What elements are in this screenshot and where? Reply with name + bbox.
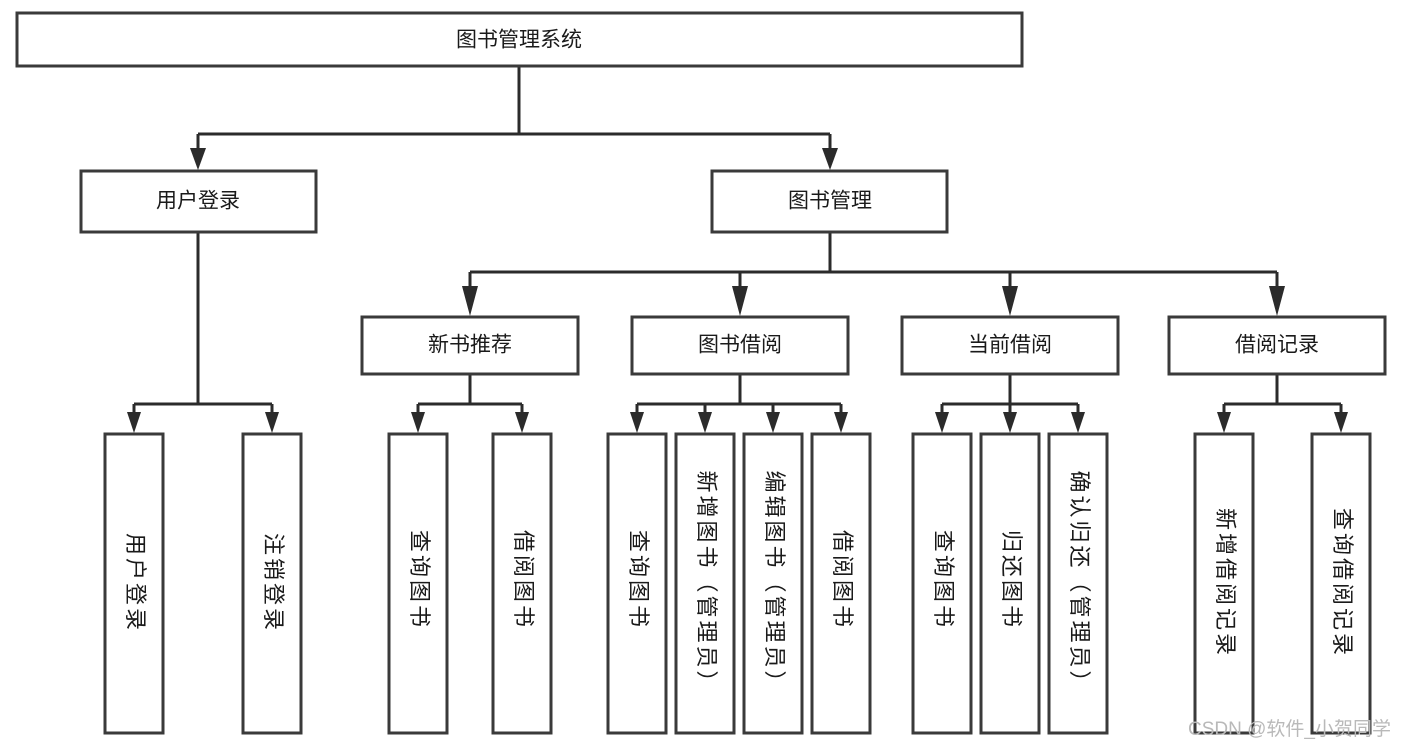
watermark-text: CSDN @软件_小贺同学 [1188, 719, 1391, 740]
arrow-bookmgmt-newbook [462, 286, 478, 316]
node-records-label: 借阅记录 [1235, 334, 1319, 357]
node-login[interactable]: 用户登录 [79, 169, 318, 234]
node-leaf-borrow-add-label: 新增图书（管理员） [694, 470, 719, 695]
arrow-newbook-leaf-2 [515, 412, 529, 433]
node-newbook-box[interactable] [360, 315, 580, 376]
arrow-bookmgmt-current [1002, 286, 1018, 316]
node-leaf-current-return[interactable]: 归还图书 [979, 432, 1041, 735]
node-leaf-current-query-label: 查询图书 [931, 530, 956, 630]
arrow-current-leaf-2 [1003, 412, 1017, 433]
node-leaf-newbook-query-label: 查询图书 [407, 530, 432, 630]
node-records-box[interactable] [1167, 315, 1387, 376]
node-leaf-current-query[interactable]: 查询图书 [911, 432, 973, 735]
node-current[interactable]: 当前借阅 [900, 315, 1120, 376]
connector-layer [127, 66, 1348, 433]
node-leaf-user-login-label: 用户登录 [123, 533, 148, 633]
node-leaf-current-return-label: 归还图书 [999, 530, 1024, 630]
node-leaf-user-logout[interactable]: 注销登录 [241, 432, 303, 735]
node-leaf-current-query-box[interactable] [911, 432, 973, 735]
node-leaf-current-confirm-label: 确认归还（管理员） [1067, 470, 1092, 695]
node-leaf-borrow-add-box[interactable] [674, 432, 736, 735]
node-leaf-current-return-box[interactable] [979, 432, 1041, 735]
node-bookmgmt-label: 图书管理 [788, 190, 872, 213]
node-root-box[interactable] [15, 11, 1024, 68]
node-leaf-records-add[interactable]: 新增借阅记录 [1193, 432, 1255, 735]
node-leaf-borrow-lend-label: 借阅图书 [830, 530, 855, 630]
node-leaf-borrow-query-box[interactable] [606, 432, 668, 735]
node-leaf-records-add-label: 新增借阅记录 [1213, 508, 1238, 658]
node-leaf-newbook-query[interactable]: 查询图书 [387, 432, 449, 735]
node-leaf-records-query[interactable]: 查询借阅记录 [1310, 432, 1372, 735]
node-leaf-borrow-query-label: 查询图书 [626, 530, 651, 630]
node-current-box[interactable] [900, 315, 1120, 376]
arrow-root-to-login [190, 148, 206, 170]
node-leaf-borrow-lend-box[interactable] [810, 432, 872, 735]
node-leaf-newbook-borrow-box[interactable] [491, 432, 553, 735]
arrow-borrow-leaf-2 [698, 412, 712, 433]
arrow-borrow-leaf-1 [630, 412, 644, 433]
node-bookmgmt-box[interactable] [710, 169, 949, 234]
node-newbook[interactable]: 新书推荐 [360, 315, 580, 376]
arrow-bookmgmt-records [1269, 286, 1285, 316]
node-bookmgmt[interactable]: 图书管理 [710, 169, 949, 234]
arrow-current-leaf-3 [1071, 412, 1085, 433]
node-leaf-records-query-box[interactable] [1310, 432, 1372, 735]
node-root-label: 图书管理系统 [456, 29, 582, 52]
arrow-current-leaf-1 [935, 412, 949, 433]
node-records[interactable]: 借阅记录 [1167, 315, 1387, 376]
node-leaf-borrow-edit-box[interactable] [742, 432, 804, 735]
node-borrow-box[interactable] [630, 315, 850, 376]
arrow-login-leaf-1 [127, 412, 141, 433]
node-borrow-label: 图书借阅 [698, 334, 782, 357]
node-leaf-borrow-query[interactable]: 查询图书 [606, 432, 668, 735]
node-login-box[interactable] [79, 169, 318, 234]
node-leaf-newbook-borrow[interactable]: 借阅图书 [491, 432, 553, 735]
node-login-label: 用户登录 [156, 190, 240, 213]
node-leaf-user-logout-box[interactable] [241, 432, 303, 735]
node-leaf-borrow-edit-label: 编辑图书（管理员） [762, 470, 787, 695]
node-leaf-records-add-box[interactable] [1193, 432, 1255, 735]
arrow-root-to-bookmgmt [822, 148, 838, 170]
node-leaf-user-login-box[interactable] [103, 432, 165, 735]
arrow-borrow-leaf-4 [834, 412, 848, 433]
arrow-borrow-leaf-3 [766, 412, 780, 433]
node-root[interactable]: 图书管理系统 [15, 11, 1024, 68]
node-leaf-records-query-label: 查询借阅记录 [1330, 508, 1355, 658]
arrow-bookmgmt-borrow [732, 286, 748, 316]
node-leaf-borrow-add[interactable]: 新增图书（管理员） [674, 432, 736, 735]
node-leaf-user-logout-label: 注销登录 [261, 533, 286, 633]
node-leaf-borrow-edit[interactable]: 编辑图书（管理员） [742, 432, 804, 735]
node-leaf-borrow-lend[interactable]: 借阅图书 [810, 432, 872, 735]
arrow-newbook-leaf-1 [411, 412, 425, 433]
node-borrow[interactable]: 图书借阅 [630, 315, 850, 376]
node-leaf-current-confirm-box[interactable] [1047, 432, 1109, 735]
node-leaf-newbook-query-box[interactable] [387, 432, 449, 735]
node-current-label: 当前借阅 [968, 334, 1052, 357]
node-leaf-user-login[interactable]: 用户登录 [103, 432, 165, 735]
node-newbook-label: 新书推荐 [428, 334, 512, 357]
arrow-records-leaf-2 [1334, 412, 1348, 433]
arrow-records-leaf-1 [1217, 412, 1231, 433]
node-leaf-newbook-borrow-label: 借阅图书 [511, 530, 536, 630]
arrow-login-leaf-2 [265, 412, 279, 433]
node-leaf-current-confirm[interactable]: 确认归还（管理员） [1047, 432, 1109, 735]
